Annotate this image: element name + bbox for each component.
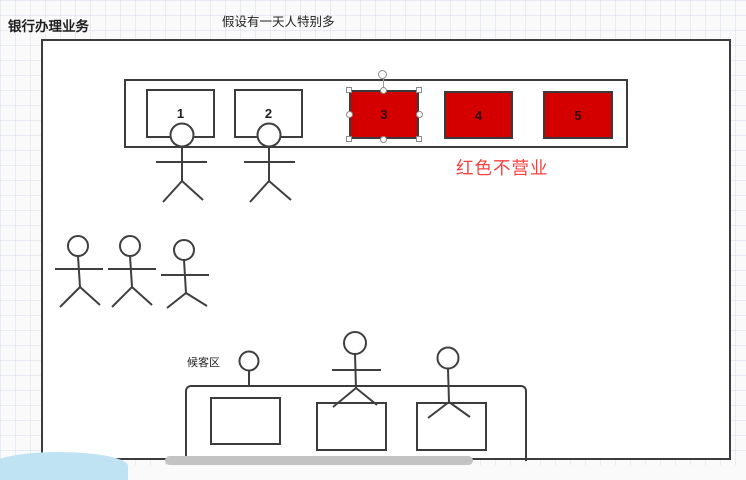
resize-handle-e[interactable] (416, 111, 423, 118)
horizontal-scrollbar-thumb[interactable] (165, 456, 473, 465)
window-1-number: 1 (176, 106, 185, 121)
window-5-number: 5 (574, 107, 582, 123)
rotation-handle-stem (383, 79, 384, 87)
window-4-number: 4 (474, 107, 483, 123)
diagram-title-text[interactable]: 银行办理业务 (8, 19, 89, 34)
resize-handle-se[interactable] (416, 136, 422, 142)
waiting-seat-3[interactable] (416, 402, 487, 451)
window-1-open[interactable]: 1 (146, 89, 215, 138)
window-4-closed[interactable]: 4 (444, 91, 513, 139)
resize-handle-n[interactable] (380, 87, 387, 94)
corner-blue-shape (0, 452, 128, 480)
resize-handle-sw[interactable] (346, 136, 352, 142)
waiting-seat-2[interactable] (316, 402, 387, 451)
closed-windows-note-text[interactable]: 红色不营业 (456, 158, 549, 178)
waiting-seat-1[interactable] (210, 397, 281, 445)
resize-handle-nw[interactable] (346, 87, 352, 93)
waiting-area-label[interactable]: 候客区 (187, 357, 220, 369)
rotation-handle[interactable] (378, 70, 387, 79)
window-2-number: 2 (264, 106, 273, 121)
window-2-open[interactable]: 2 (234, 89, 303, 138)
resize-handle-s[interactable] (380, 136, 387, 143)
assumption-note-text[interactable]: 假设有一天人特别多 (222, 15, 335, 29)
window-3-number: 3 (380, 107, 388, 122)
window-5-closed[interactable]: 5 (543, 91, 613, 139)
resize-handle-w[interactable] (346, 111, 353, 118)
window-3-closed-selected[interactable]: 3 (349, 90, 419, 139)
resize-handle-ne[interactable] (416, 87, 422, 93)
